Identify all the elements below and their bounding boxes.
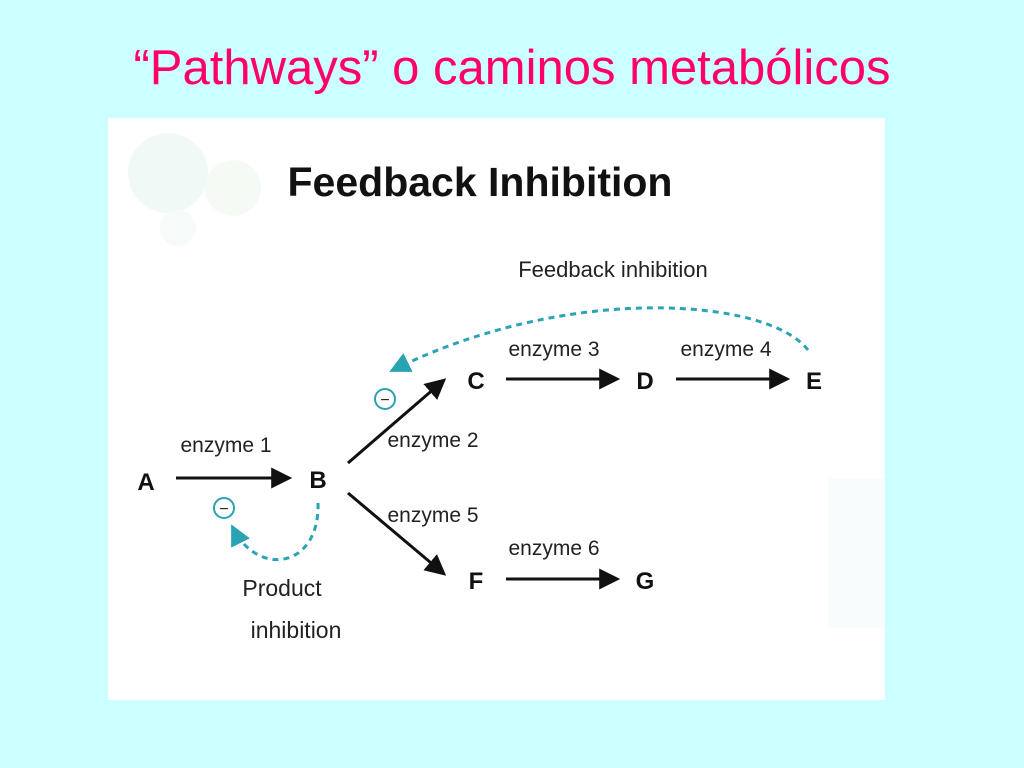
enzyme-2-label: enzyme 2 xyxy=(387,429,478,452)
enzyme-1-label: enzyme 1 xyxy=(180,434,271,457)
enzyme-6-label: enzyme 6 xyxy=(508,537,599,560)
node-g: G xyxy=(636,568,655,595)
figure-heading: Feedback Inhibition xyxy=(288,159,673,205)
node-f: F xyxy=(469,568,484,595)
feedback-inhibition-figure: Feedback Inhibition − − A B xyxy=(108,118,885,700)
node-a: A xyxy=(137,469,154,496)
pathway-diagram: Feedback Inhibition − − A B xyxy=(128,133,885,643)
arrow-b-to-f xyxy=(347,491,447,576)
product-inhibition-label-line1: Product xyxy=(242,575,322,601)
enzyme-3-label: enzyme 3 xyxy=(508,338,599,361)
arrow-b-to-c xyxy=(347,378,447,465)
svg-text:−: − xyxy=(219,501,228,518)
decorative-gear-shapes xyxy=(128,133,885,628)
enzyme-5-label: enzyme 5 xyxy=(387,504,478,527)
product-inhibition-arrow xyxy=(231,502,320,562)
svg-text:−: − xyxy=(380,392,389,409)
node-b: B xyxy=(309,467,326,494)
enzyme-4-label: enzyme 4 xyxy=(680,338,771,361)
product-inhibition-label-line2: inhibition xyxy=(251,617,342,643)
inhibition-symbol-feedback: − xyxy=(374,388,396,410)
slide-title: “Pathways” o caminos metabólicos xyxy=(133,41,891,95)
feedback-inhibition-arrow xyxy=(389,306,810,372)
node-e: E xyxy=(806,368,822,395)
node-d: D xyxy=(636,368,653,395)
node-c: C xyxy=(467,368,484,395)
feedback-inhibition-label: Feedback inhibition xyxy=(518,257,708,282)
inhibition-symbol-product: − xyxy=(213,497,235,519)
